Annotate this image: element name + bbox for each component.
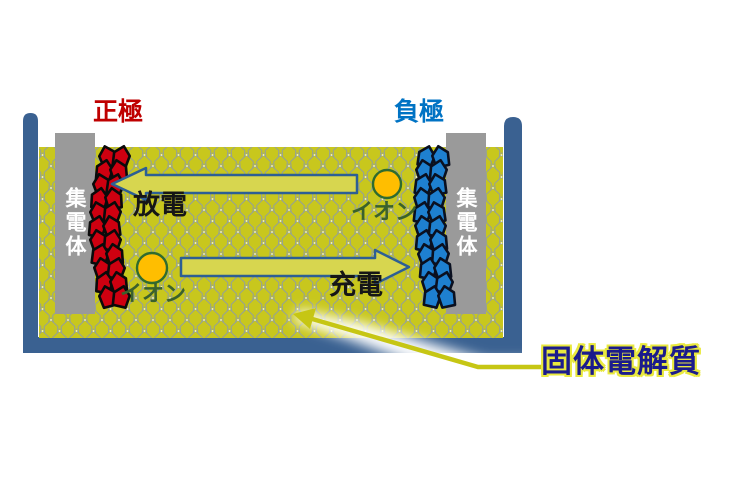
discharge-label: 放電 xyxy=(133,190,187,220)
positive-electrode-label: 正極 xyxy=(93,98,144,126)
collector-label-left: 集電体 xyxy=(63,187,86,259)
container-right-wall xyxy=(504,117,522,353)
collector-label-right: 集電体 xyxy=(454,187,477,259)
negative-electrode-label: 負極 xyxy=(394,98,445,126)
charge-arrow xyxy=(179,248,411,286)
container-left-wall xyxy=(23,113,38,353)
ion-circle-left xyxy=(135,251,169,285)
electrolyte-callout-label: 固体電解質 xyxy=(541,344,701,379)
ion-label-right: イオン xyxy=(351,199,418,224)
ion-circle-right xyxy=(371,168,403,200)
ion-label-left: イオン xyxy=(120,281,187,306)
callout-arrow xyxy=(293,308,545,370)
discharge-arrow xyxy=(110,166,359,202)
current-collector-left xyxy=(55,133,95,314)
charge-label: 充電 xyxy=(329,270,383,300)
